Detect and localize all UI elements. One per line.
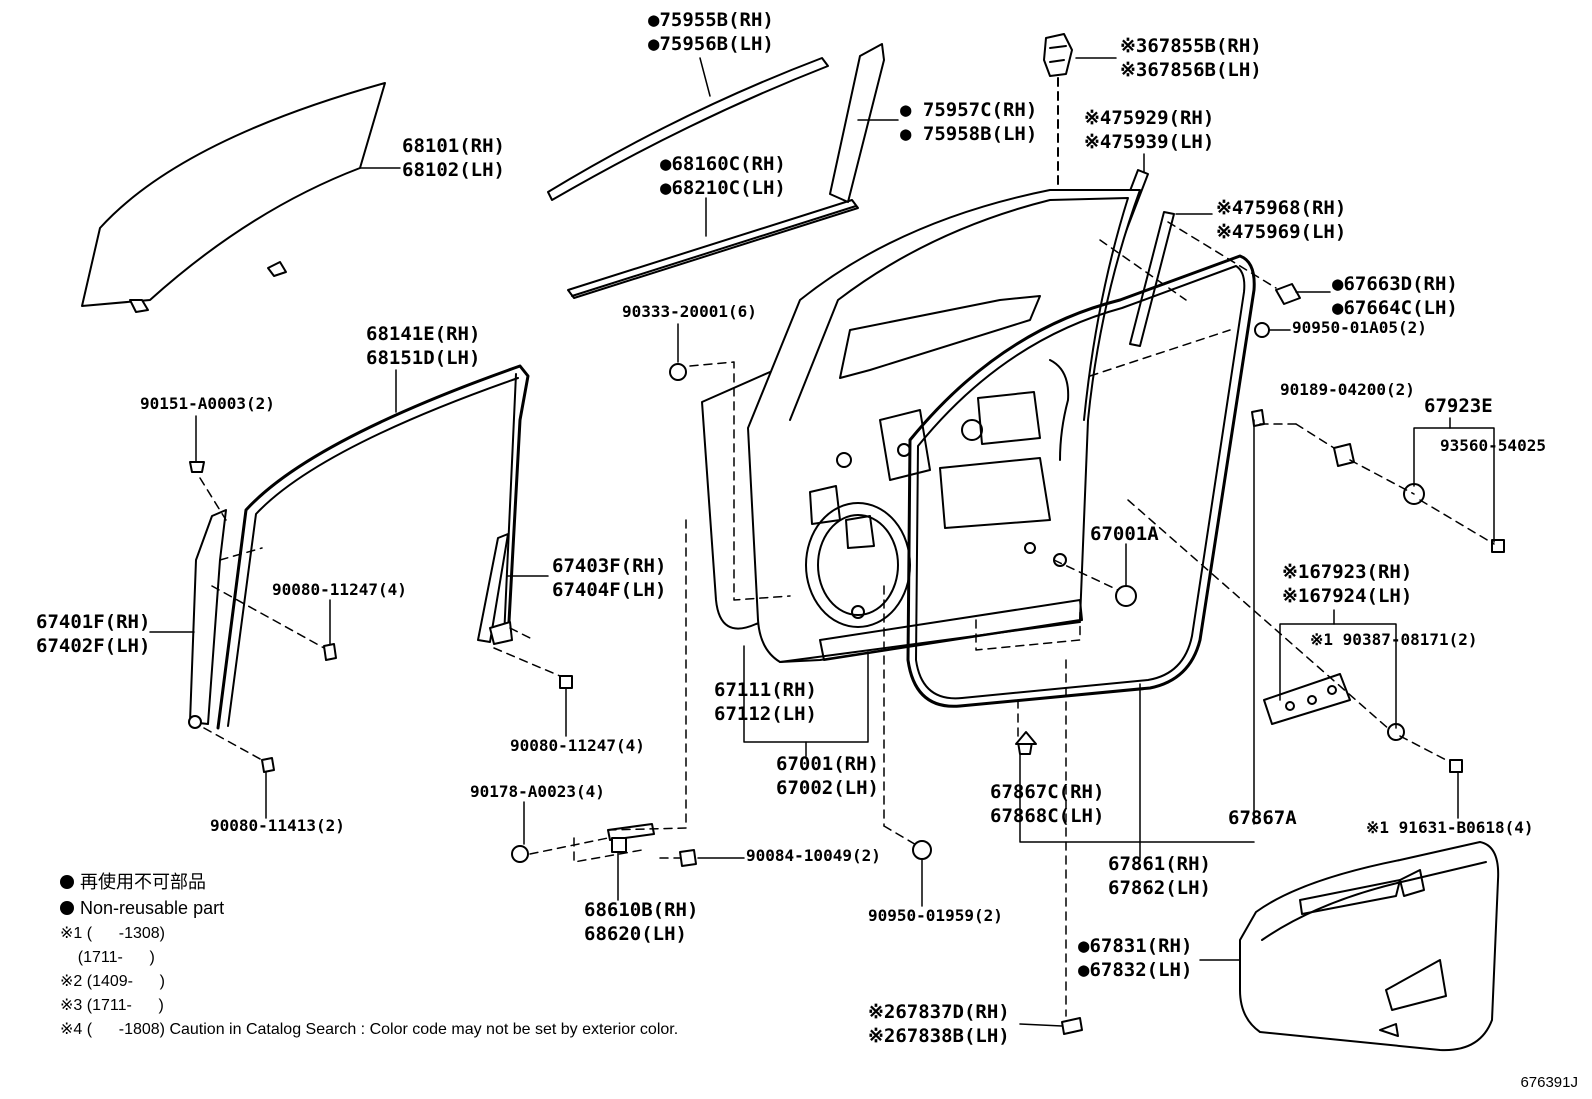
label-75957c: ● 75957C(RH) ● 75958B(LH) (900, 99, 1038, 145)
label-67837d: ※267837D(RH) ※267838B(LH) (868, 1001, 1010, 1047)
label-90950-01a05: 90950-01A05(2) (1292, 318, 1427, 337)
legend-jp: 再使用不可部品 (60, 870, 206, 894)
label-90950-01959: 90950-01959(2) (868, 906, 1003, 925)
label-90333: 90333-20001(6) (622, 302, 757, 321)
label-67401f: 67401F(RH) 67402F(LH) (36, 611, 151, 657)
legend-en: Non-reusable part (60, 896, 224, 920)
door-glass (82, 83, 385, 312)
label-67867c: 67867C(RH) 67868C(LH) (990, 781, 1105, 827)
label-68610b: 68610B(RH) 68620(LH) (584, 899, 699, 945)
label-90084: 90084-10049(2) (746, 846, 881, 865)
note-1: ※1 ( -1308) (60, 925, 165, 942)
legend-jp-text: 再使用不可部品 (80, 872, 206, 892)
label-67001a: 67001A (1090, 523, 1159, 545)
sheet-id: 676391J (1520, 1074, 1578, 1091)
label-75968: ※475968(RH) ※475969(LH) (1216, 197, 1347, 243)
label-90080-11247-b: 90080-11247(4) (510, 736, 645, 755)
label-90178: 90178-A0023(4) (470, 782, 605, 801)
label-67001: 67001(RH) 67002(LH) (776, 753, 879, 799)
label-67403f: 67403F(RH) 67404F(LH) (552, 555, 667, 601)
note-3: ※3 (1711- ) (60, 997, 164, 1014)
label-67923e: 67923E (1424, 395, 1493, 417)
dashed-lines (200, 222, 1494, 1016)
grommet-90950 (1255, 323, 1269, 337)
door-shell (702, 190, 1140, 662)
door-check (608, 824, 654, 852)
note-1b: (1711- ) (60, 949, 155, 966)
label-67663d: ●67663D(RH) ●67664C(LH) (1332, 273, 1458, 319)
clip-67663 (1276, 284, 1300, 304)
label-67111: 67111(RH) 67112(LH) (714, 679, 817, 725)
bullet-icon (60, 901, 74, 915)
front-sash-channel (478, 534, 512, 644)
glass-run-weatherstrip (568, 200, 858, 298)
label-93560: 93560-54025 (1440, 436, 1546, 455)
label-90080-11413: 90080-11413(2) (210, 816, 345, 835)
clip-67837 (1062, 1018, 1082, 1034)
label-90080-11247-a: 90080-11247(4) (272, 580, 407, 599)
rear-sash-channel (189, 510, 226, 728)
belt-moulding-upper (548, 58, 828, 200)
label-67855b: ※367855B(RH) ※367856B(LH) (1120, 35, 1262, 81)
label-68101: 68101(RH) 68102(LH) (402, 135, 505, 181)
label-68141e: 68141E(RH) 68151D(LH) (366, 323, 481, 369)
glass-run-channel (218, 366, 528, 728)
label-91631: ※1 91631-B0618(4) (1366, 818, 1534, 837)
clip-67867 (1016, 732, 1036, 744)
label-90189: 90189-04200(2) (1280, 380, 1415, 399)
label-75955b: ●75955B(RH) ●75956B(LH) (648, 9, 774, 55)
label-68160c: ●68160C(RH) ●68210C(LH) (660, 153, 786, 199)
label-90151: 90151-A0003(2) (140, 394, 275, 413)
legend-en-text: Non-reusable part (80, 898, 225, 918)
pillar-garnish (830, 44, 884, 202)
label-75929: ※475929(RH) ※475939(LH) (1084, 107, 1215, 153)
note-2: ※2 (1409- ) (60, 973, 165, 990)
note-4: ※4 ( -1808) Caution in Catalog Search : … (60, 1021, 679, 1038)
label-90387: ※1 90387-08171(2) (1310, 630, 1478, 649)
door-weatherstrip (908, 256, 1254, 706)
door-trim-board (1240, 842, 1498, 1050)
leader-lines (150, 58, 1494, 1026)
label-67861: 67861(RH) 67862(LH) (1108, 853, 1211, 899)
label-67831: ●67831(RH) ●67832(LH) (1078, 935, 1193, 981)
service-cover (1264, 674, 1350, 724)
bullet-icon (60, 875, 74, 889)
label-67923: ※167923(RH) ※167924(LH) (1282, 561, 1413, 607)
label-67867a: 67867A (1228, 807, 1297, 829)
